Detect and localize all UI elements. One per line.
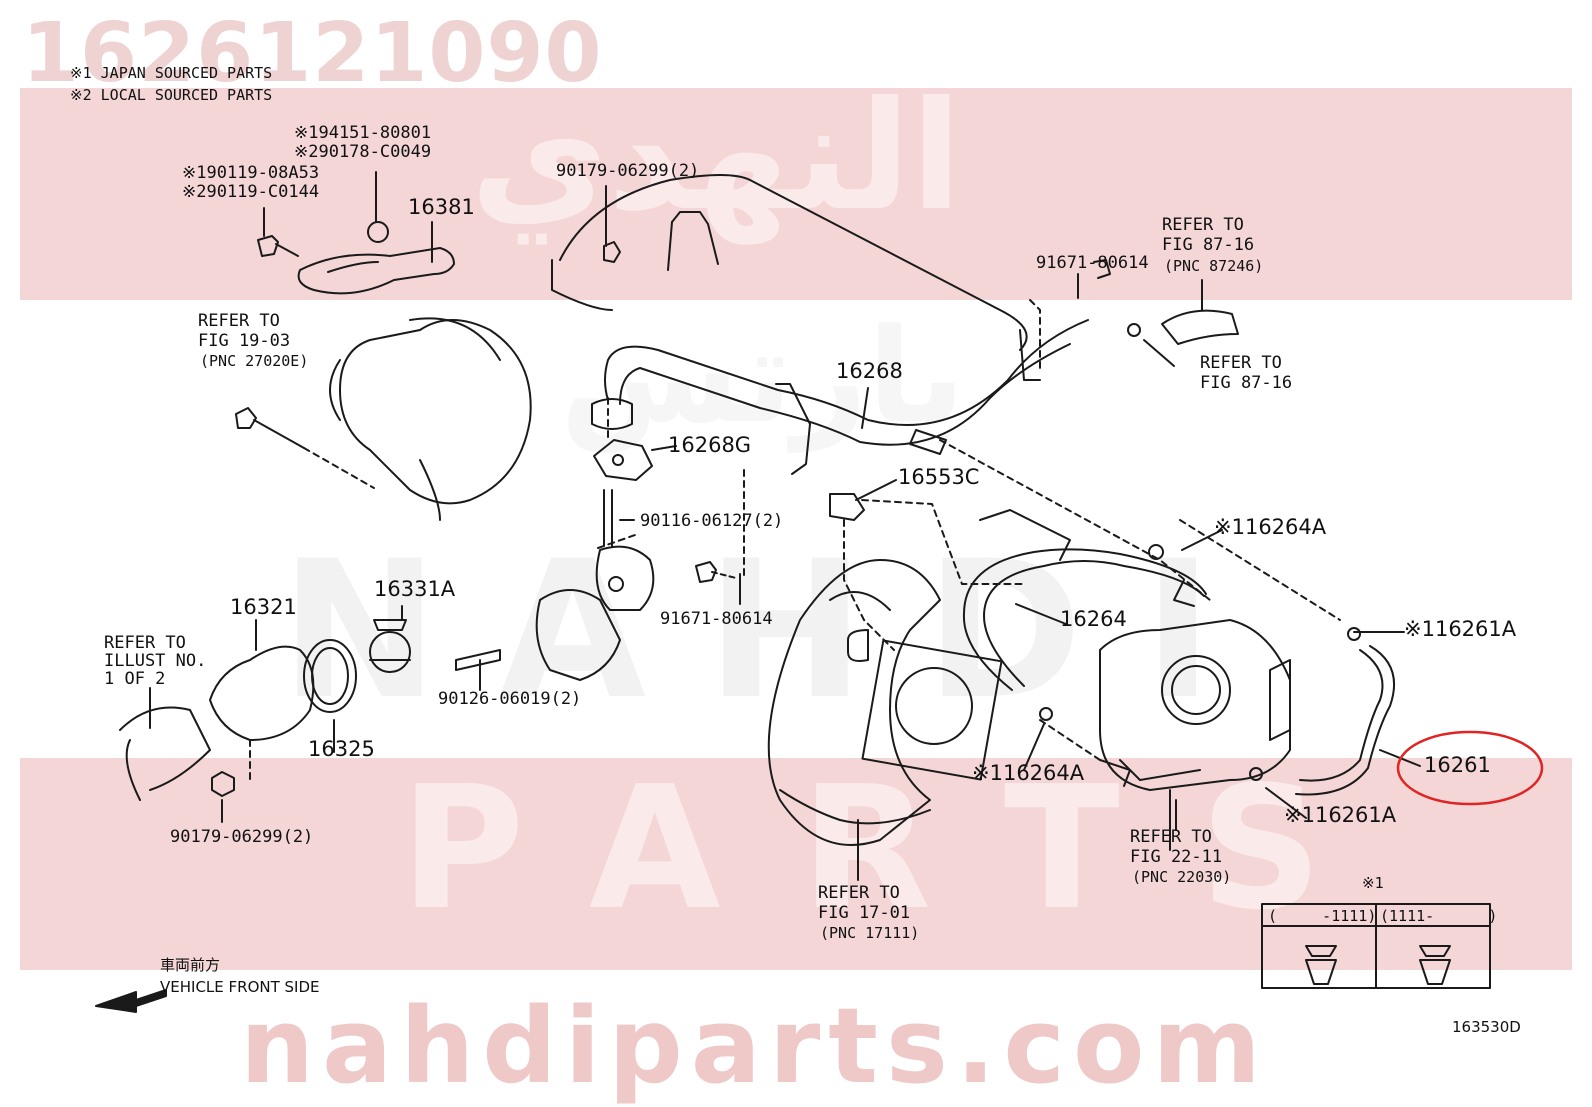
label-refer-87-16-b-2: FIG 87-16 [1200,373,1293,393]
label-290178: ※290178-C0049 [294,142,432,162]
arrow-left-icon [96,990,166,1008]
label-91671-mid: 91671-80614 [660,609,773,629]
watermark-website: nahdiparts.com [240,985,1269,1107]
label-refer-17-01-3: (PNC 17111) [820,924,920,942]
label-16331A: 16331A [374,577,456,601]
label-290119: ※290119-C0144 [182,182,320,202]
label-refer-illust-2: ILLUST NO. [104,651,207,671]
table-col1-header: ( -1111) [1268,907,1377,925]
label-16264A-bot: ※116264A [972,761,1085,785]
label-refer-87-16-a-3: (PNC 87246) [1164,257,1264,275]
label-refer-87-16-a-2: FIG 87-16 [1162,235,1255,255]
label-refer-87-16-a-1: REFER TO [1162,215,1244,235]
label-refer-illust-1: REFER TO [104,633,186,653]
label-16261A-bot: ※116261A [1284,803,1397,827]
label-refer-22-11-1: REFER TO [1130,827,1212,847]
label-90179-top: 90179-06299(2) [556,161,700,181]
label-90126: 90126-06019(2) [438,689,582,709]
label-194151: ※194151-80801 [294,123,432,143]
front-side-english: VEHICLE FRONT SIDE [160,978,320,996]
watermark-band-top [20,88,1572,300]
label-16325: 16325 [308,737,375,761]
highlight-circle [1396,730,1544,806]
label-16553C: 16553C [898,465,980,489]
label-16264: 16264 [1060,607,1127,631]
label-90179-bot: 90179-06299(2) [170,827,314,847]
label-refer-22-11-2: FIG 22-11 [1130,847,1223,867]
watermark-part-number: 1626121090 [22,6,603,101]
watermark-latin-brand-1: NAHDI [280,520,1274,741]
label-refer-19-03-2: FIG 19-03 [198,331,291,351]
label-16381: 16381 [408,195,475,219]
label-16321: 16321 [230,595,297,619]
label-90116: 90116-06127(2) [640,511,784,531]
note-japan-sourced: ※1 JAPAN SOURCED PARTS [70,64,273,82]
label-16261: 16261 [1424,753,1491,777]
label-refer-19-03-1: REFER TO [198,311,280,331]
label-refer-17-01-2: FIG 17-01 [818,903,911,923]
figure-code: 163530D [1452,1018,1521,1036]
label-16268: 16268 [836,359,903,383]
front-side-japanese: 車両前方 [160,956,221,974]
label-refer-17-01-1: REFER TO [818,883,900,903]
table-mark: ※1 [1362,874,1384,892]
watermark-latin-brand-2: PARTS [400,750,1403,948]
label-refer-illust-3: 1 OF 2 [104,669,166,689]
label-refer-87-16-b-1: REFER TO [1200,353,1282,373]
watermark-arabic-brand: النهدي [470,70,963,244]
label-16261A-top: ※116261A [1404,617,1517,641]
label-190119: ※190119-08A53 [182,163,320,183]
label-refer-22-11-3: (PNC 22030) [1132,868,1232,886]
label-refer-19-03-3: (PNC 27020E) [200,352,309,370]
label-91671-top: 91671-80614 [1036,253,1149,273]
label-16268G: 16268G [668,433,752,457]
note-local-sourced: ※2 LOCAL SOURCED PARTS [70,86,273,104]
label-16264A-top: ※116264A [1214,515,1327,539]
table-col2-header: (1111- ) [1380,907,1498,925]
